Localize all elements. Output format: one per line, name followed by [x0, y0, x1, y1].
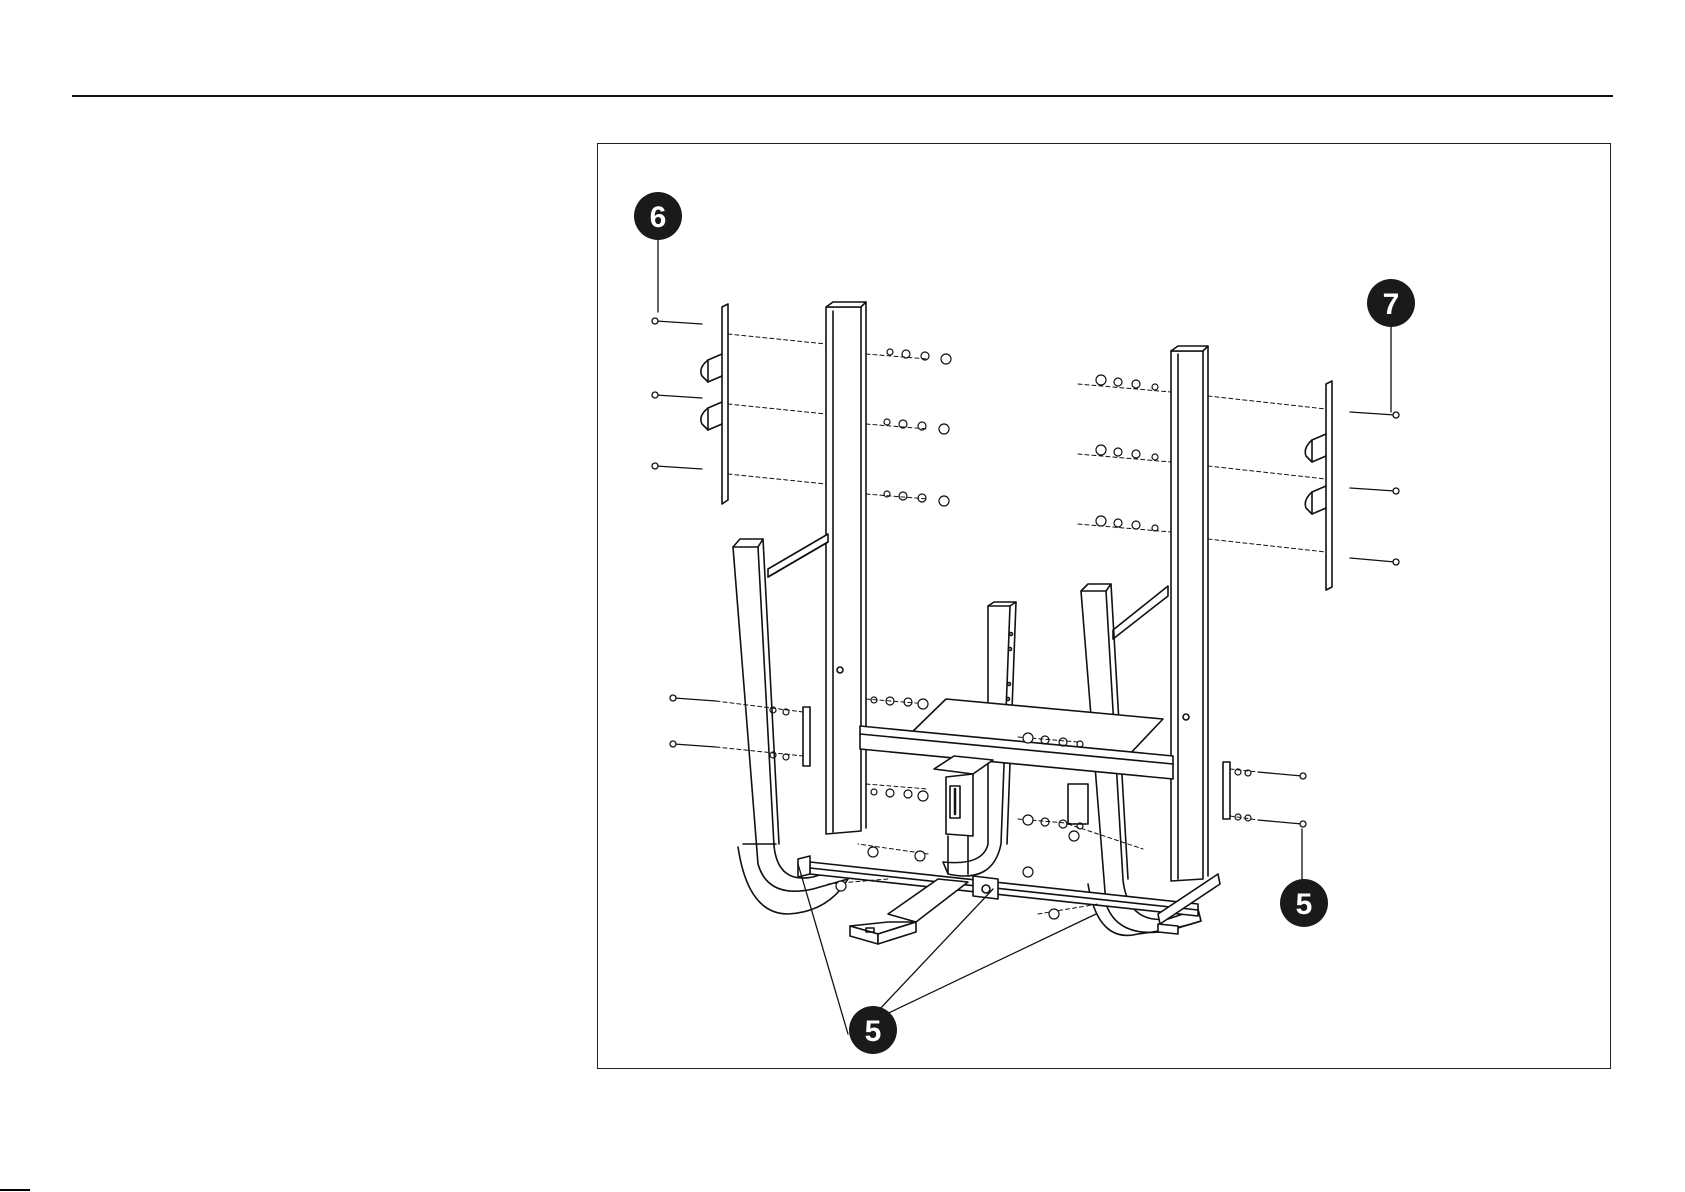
callout-6: 6	[634, 192, 682, 240]
right-mounting-bracket	[1305, 381, 1332, 590]
exploded-assembly-diagram: 6 7 5 5	[598, 144, 1612, 1070]
callout-5-right: 5	[1280, 879, 1328, 927]
alignment-lines	[716, 334, 1326, 914]
callout-5-bottom-label: 5	[865, 1015, 882, 1048]
left-mounting-bracket	[701, 304, 728, 504]
left-bracket-bolts	[652, 318, 702, 469]
assembly-figure: 6 7 5 5	[597, 143, 1611, 1069]
footer-mark	[0, 1189, 30, 1191]
callout-7-label: 7	[1383, 288, 1400, 321]
left-spacer-plate	[803, 707, 810, 766]
callout-6-label: 6	[650, 201, 667, 234]
right-spacer-plate	[1223, 762, 1230, 819]
right-short-crossbar	[1113, 586, 1168, 639]
right-bracket-bolts	[1350, 412, 1399, 565]
base-frame	[798, 856, 1198, 916]
left-short-crossbar	[768, 534, 828, 577]
callout-5-right-label: 5	[1296, 888, 1313, 921]
lower-left-bolts	[670, 695, 716, 747]
lower-right-bolts	[1258, 772, 1306, 827]
right-upright-post	[1171, 346, 1208, 881]
callout-7: 7	[1367, 279, 1415, 327]
header-rule	[72, 95, 1613, 97]
left-upright-post	[826, 302, 866, 834]
callout-5-bottom: 5	[849, 1006, 897, 1054]
